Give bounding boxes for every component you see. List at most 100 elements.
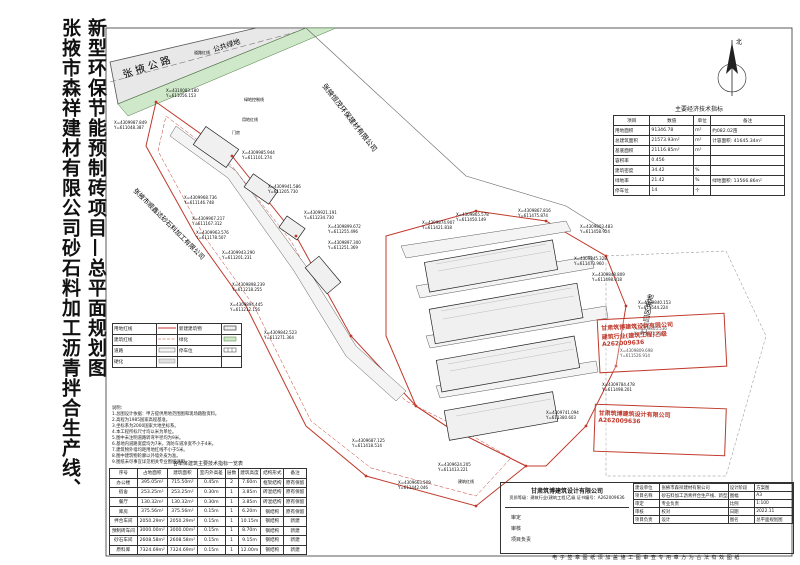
svg-text:Y=611418.514: Y=611418.514 xyxy=(351,443,382,448)
table-row: 项目负责设计图名总平面规划图 xyxy=(632,515,793,524)
green-belt xyxy=(117,27,337,117)
svg-text:X=4309809.698: X=4309809.698 xyxy=(620,348,653,353)
title-column-2: 新型环保节能预制砖项目—总平面规划图 xyxy=(85,18,107,378)
svg-text:Y=611101.274: Y=611101.274 xyxy=(241,155,272,160)
mixing-workshop xyxy=(423,239,559,293)
svg-text:Y=611255.496: Y=611255.496 xyxy=(327,229,358,234)
gravel-workshop xyxy=(435,335,581,393)
neighbor-company-label: 张掖恒茂环保建材有限公司 xyxy=(320,82,379,154)
parking-swatch xyxy=(223,347,236,353)
design-seal: 甘肃筑博建筑设计有限公司 A262009636 xyxy=(593,403,727,457)
paving-swatch xyxy=(158,358,176,364)
land-red-line-label: 用地红线 xyxy=(242,116,258,122)
svg-text:X=4309941.586: X=4309941.586 xyxy=(268,184,301,189)
svg-text:Y=611473.960: Y=611473.960 xyxy=(573,261,604,266)
svg-text:Y=611458.924: Y=611458.924 xyxy=(579,229,610,234)
svg-text:Y=611271.364: Y=611271.364 xyxy=(263,335,294,340)
svg-text:Y=611572.087: Y=611572.087 xyxy=(633,331,664,336)
table-row: 项目数值 单位备注 xyxy=(612,115,785,126)
brick-workshop xyxy=(428,282,584,345)
svg-text:Y=611544.224: Y=611544.224 xyxy=(637,305,668,310)
svg-text:X=4309741.094: X=4309741.094 xyxy=(546,410,579,415)
svg-text:Y=611251.369: Y=611251.369 xyxy=(327,245,358,250)
design-notes: 说明： 1.总图设计依据：甲方提供用地范围图和现场踏勘资料。 2.高程为1985… xyxy=(112,406,220,465)
raw-material-storage xyxy=(443,391,559,441)
green-line-label: 绿地控制线 xyxy=(244,96,264,102)
svg-text:X=4309805.536: X=4309805.536 xyxy=(634,326,667,331)
svg-text:Y=611178.507: Y=611178.507 xyxy=(195,235,226,240)
site-plan-svg: 张 掖 公 路 公共绿地 张掖恒茂环保建材有限公司 张掖市顺鑫达砂石料加工有限公… xyxy=(105,27,793,557)
north-arrow-icon: 北 xyxy=(717,38,747,96)
road-swatch xyxy=(158,347,176,353)
svg-text:X=4309842.523: X=4309842.523 xyxy=(264,330,297,335)
svg-text:Y=611498.201: Y=611498.201 xyxy=(601,387,632,392)
signature-area: 审定 审核 项目负责 xyxy=(505,507,629,548)
svg-text:Y=611234.730: Y=611234.730 xyxy=(303,215,334,220)
warehouse xyxy=(304,255,342,295)
svg-text:Y=611413.221: Y=611413.221 xyxy=(437,467,468,472)
building-indicators-table: 各单体建筑主要技术指标一览表 序号占地面积 建筑面积室内外高差 层数建筑高度 结… xyxy=(109,460,307,556)
svg-text:X=4309963.576: X=4309963.576 xyxy=(196,230,229,235)
legend: 用地红线新建建筑物 建筑红线绿化 道路停车位 硬化 xyxy=(112,323,243,368)
svg-text:X=4309803.483: X=4309803.483 xyxy=(580,224,613,229)
office-building xyxy=(192,126,240,168)
red-line-swatch xyxy=(157,327,176,329)
legend-row: 道路停车位 xyxy=(112,345,243,357)
building-red-line xyxy=(157,115,512,497)
econ-caption: 主要经济技术指标 xyxy=(674,106,723,113)
footer-note: 电 子 签 章 图 纸 须 加 盖 施 工 图 审 查 专 用 章 方 为 合 … xyxy=(552,555,740,561)
qualification-line: 资质等级：建筑行业(建筑工程)乙级 证书编号：A262009636 xyxy=(509,495,625,500)
svg-text:X=4309985.944: X=4309985.944 xyxy=(242,150,275,155)
svg-text:Y=611218.255: Y=611218.255 xyxy=(231,287,262,292)
road-red-line-label: 道路红线 xyxy=(194,49,210,55)
neighbor-boundary xyxy=(305,27,607,232)
svg-text:Y=611212.156: Y=611212.156 xyxy=(229,307,260,312)
svg-text:X=4309967.217: X=4309967.217 xyxy=(192,216,225,221)
svg-text:Y=611146.748: Y=611146.748 xyxy=(183,200,214,205)
table-row: 序号占地面积 建筑面积室内外高差 层数建筑高度 结构形式备注 xyxy=(109,468,307,479)
svg-text:Y=611167.312: Y=611167.312 xyxy=(191,221,222,226)
land-red-line xyxy=(145,101,527,507)
design-company: 甘肃筑博建筑设计有限公司 xyxy=(530,488,603,495)
approval-stamp: 甘肃筑博建筑设计有限公司 建筑行业(建筑工程)乙级 A262009636 xyxy=(596,312,728,374)
svg-text:X=4309899.672: X=4309899.672 xyxy=(328,224,361,229)
svg-text:Y=611421.818: Y=611421.818 xyxy=(421,225,452,230)
svg-text:X=4309987.849: X=4309987.849 xyxy=(114,120,147,125)
svg-text:X=4309943.290: X=4309943.290 xyxy=(222,250,255,255)
svg-text:X=4309968.736: X=4309968.736 xyxy=(184,195,217,200)
svg-text:X=4310083.180: X=4310083.180 xyxy=(166,88,199,93)
svg-text:X=4309865.578: X=4309865.578 xyxy=(456,212,489,217)
building-red-line-label: 建筑红线 xyxy=(458,478,474,484)
industrial-zone-outline xyxy=(605,250,767,477)
legend-row: 硬化 xyxy=(112,356,243,368)
svg-text:X=4309784.478: X=4309784.478 xyxy=(602,382,635,387)
table-row: 建设单位张掖市森祥建材有限公司设计阶段方案图 xyxy=(632,483,793,492)
svg-text:Y=611048.387: Y=611048.387 xyxy=(113,125,144,130)
legend-row: 建筑红线绿化 xyxy=(112,334,243,346)
title-block: 甘肃筑博建筑设计有限公司 资质等级：建筑行业(建筑工程)乙级 证书编号：A262… xyxy=(500,482,794,554)
legend-row: 用地红线新建建筑物 xyxy=(112,323,243,335)
svg-text:Y=611205.730: Y=611205.730 xyxy=(267,189,298,194)
svg-text:Y=611201.231: Y=611201.231 xyxy=(221,255,252,260)
svg-text:Y=611450.149: Y=611450.149 xyxy=(455,217,486,222)
svg-text:X=4309898.239: X=4309898.239 xyxy=(232,282,265,287)
canteen xyxy=(278,215,306,241)
drawing-frame xyxy=(105,27,793,557)
green-swatch xyxy=(223,336,236,342)
title-column-1: 张掖市森祥建材有限公司砂石料加工沥青拌合生产线、 xyxy=(59,18,81,498)
svg-text:X=4309897.300: X=4309897.300 xyxy=(328,240,361,245)
